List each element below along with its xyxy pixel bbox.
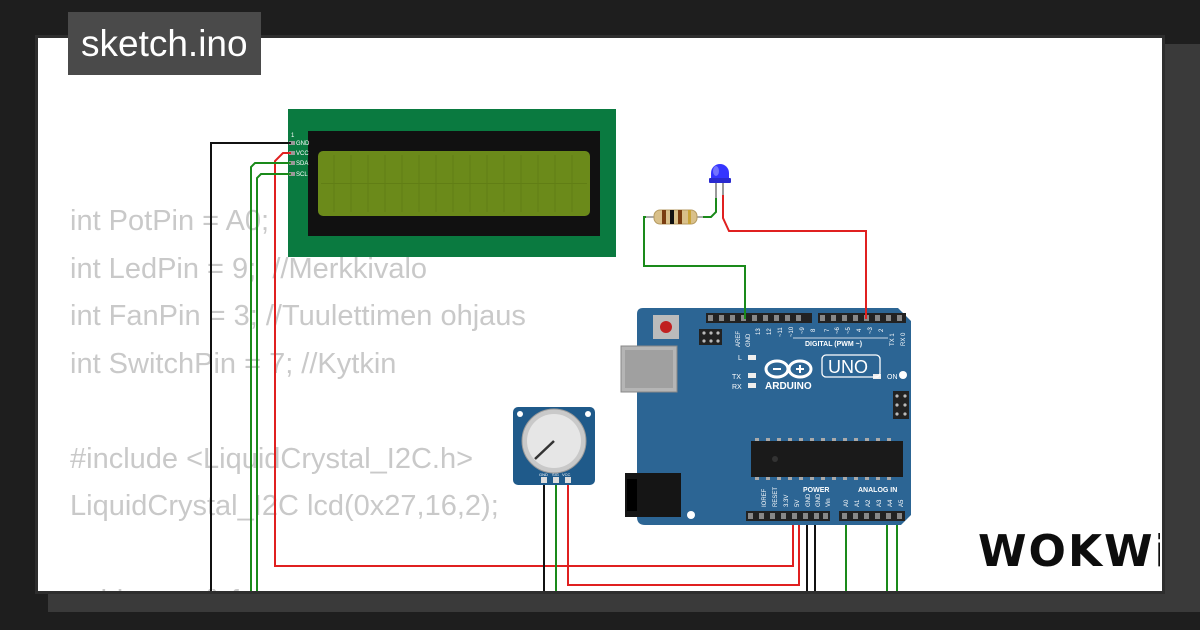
digital-pin-label: ~9 <box>800 326 806 334</box>
arduino-model: UNO <box>828 357 868 377</box>
code-line: #include <LiquidCrystal_I2C.h> <box>70 442 474 475</box>
lcd-pin-1-label: 1 <box>291 133 295 139</box>
wire-lcd-gnd <box>210 142 291 591</box>
analog-pin-label: A3 <box>877 499 883 507</box>
digital-header-label: DIGITAL (PWM ~) <box>805 341 862 348</box>
digital-pin-label: ~10 <box>789 326 795 337</box>
analog-pin-label: A2 <box>866 499 872 507</box>
sketch-title: sketch.ino <box>68 12 261 75</box>
power-pin-label: GND <box>806 493 812 507</box>
analog-pin-label: A0 <box>844 499 850 507</box>
resistor[interactable] <box>646 209 703 225</box>
pot-pin-label: VCC <box>562 472 571 477</box>
digital-pin-label: 4 <box>857 328 863 332</box>
analog-pin-label: A4 <box>888 499 894 507</box>
code-line: int FanPin = 3; //Tuulettimen ohjaus <box>70 300 526 332</box>
power-pin-label: 5V <box>795 500 801 507</box>
digital-pin-label: ~5 <box>846 326 852 334</box>
arduino-logo <box>764 359 813 379</box>
lcd-wires <box>210 142 794 591</box>
led-on-label: ON <box>887 374 898 381</box>
arduino-brand: ARDUINO <box>765 381 812 392</box>
led-rx-label: RX <box>732 384 742 391</box>
digital-pin-label: ~11 <box>778 327 784 337</box>
digital-pin-label: 12 <box>767 328 773 335</box>
power-header-label: POWER <box>803 487 829 494</box>
potentiometer[interactable]: GND SIG VCC <box>513 407 595 485</box>
wire-led-cathode <box>697 191 717 218</box>
power-pin-label: GND <box>816 493 822 507</box>
power-pin-label: RESET <box>773 487 779 507</box>
wire-lcd-scl <box>256 173 291 591</box>
digital-pin-label: ~3 <box>868 326 874 334</box>
digital-pin-label: 8 <box>811 328 817 332</box>
lcd-display[interactable]: 1 GND VCC SDA SCL <box>288 109 616 257</box>
digital-pin-label: GND <box>746 333 752 347</box>
digital-pin-label: 13 <box>756 328 762 335</box>
digital-pin-label: AREF <box>736 331 742 347</box>
wire-pot-sig <box>555 481 847 591</box>
digital-pin-label: TX 1 <box>890 333 896 346</box>
digital-pin-label: 7 <box>825 328 831 332</box>
analog-pin-label: A5 <box>899 499 905 507</box>
code-preview: int PotPin = A0; int LedPin = 9; //Merkk… <box>70 198 526 591</box>
lcd-pin-label: SCL <box>296 172 308 178</box>
wire-lcd-sda <box>250 162 291 591</box>
power-pin-label: 3.3V <box>784 495 790 507</box>
led-blue[interactable] <box>709 164 731 198</box>
digital-pin-label: ~6 <box>835 326 841 334</box>
circuit-diagram: 1 GND VCC SDA SCL <box>210 109 911 591</box>
lcd-pin-label: GND <box>296 141 310 147</box>
code-line: LiquidCrystal_I2C lcd(0x27,16,2); <box>70 490 499 522</box>
lcd-pin-label: SDA <box>296 161 308 167</box>
analog-header-label: ANALOG IN <box>858 487 897 494</box>
pot-pin-label: SIG <box>552 472 559 477</box>
led-l-label: L <box>738 355 742 362</box>
pot-pin-label: GND <box>539 472 548 477</box>
lcd-pin-label: VCC <box>296 151 309 157</box>
arduino-uno[interactable]: AREF GND 13 12 ~11 ~10 ~9 8 7 ~6 ~5 4 ~3… <box>620 308 911 525</box>
power-pin-label: Vin <box>826 498 832 507</box>
wire-lcd-vcc <box>274 152 794 567</box>
wire-pot-vcc <box>567 481 800 586</box>
pot-wires <box>543 481 898 591</box>
analog-pin-label: A1 <box>855 499 861 507</box>
wokwi-logo-text: WOKWi <box>978 526 1160 577</box>
power-pin-label: IOREF <box>762 488 768 507</box>
digital-pin-label: 2 <box>879 328 885 332</box>
code-line: int SwitchPin = 7; //Kytkin <box>70 347 397 380</box>
wire-led-anode <box>722 191 867 315</box>
simulation-canvas[interactable]: int PotPin = A0; int LedPin = 9; //Merkk… <box>35 35 1165 594</box>
digital-pin-label: RX 0 <box>901 332 907 346</box>
wokwi-logo: WOKWi <box>978 526 1160 577</box>
code-line: void setup() { <box>70 585 239 591</box>
led-tx-label: TX <box>732 374 741 381</box>
